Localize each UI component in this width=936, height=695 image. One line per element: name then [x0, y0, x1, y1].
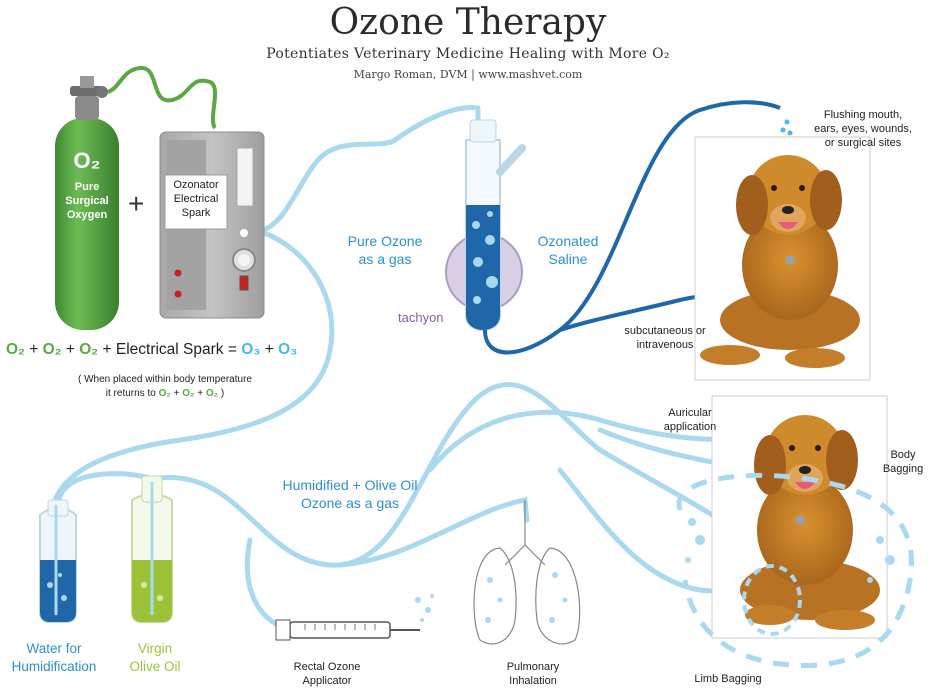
subq-line2: intravenous: [636, 339, 694, 351]
page-title: Ozone Therapy: [329, 2, 607, 43]
note-plus-2: +: [194, 388, 206, 399]
tank-label-line1: Pure: [74, 181, 100, 193]
auricular-line1: Auricular: [668, 407, 712, 419]
note-prefix: it returns to: [105, 388, 159, 399]
ozonated-saline-label: Ozonated Saline: [520, 232, 616, 268]
byline: Margo Roman, DVM | www.mashvet.com: [353, 68, 583, 81]
pulmonary-line2: Inhalation: [509, 675, 557, 687]
tubing: [49, 104, 855, 631]
note-line1: ( When placed within body temperature: [78, 374, 252, 385]
ozonated-line1: Ozonated: [537, 233, 599, 249]
humidifier-feed-tube: [49, 229, 335, 513]
eq-o3-b: O₃: [278, 341, 298, 358]
subcutaneous-label: subcutaneous or intravenous: [600, 324, 730, 352]
pulmonary-label: Pulmonary Inhalation: [478, 660, 588, 688]
olive-oil-bottle: [131, 475, 173, 623]
pulmonary-line1: Pulmonary: [506, 661, 560, 673]
water-line1: Water for: [26, 641, 82, 656]
ozonator-label-line3: Spark: [181, 207, 211, 219]
eq-o2-b: O₂: [42, 341, 62, 358]
plus-sign: +: [128, 188, 145, 219]
humidified-line1: Humidified + Olive Oil: [282, 477, 418, 493]
pure-ozone-line2: as a gas: [358, 251, 412, 267]
tank-formula: O₂: [73, 148, 101, 173]
ozonated-line2: Saline: [548, 251, 588, 267]
page-subtitle: Potentiates Veterinary Medicine Healing …: [266, 46, 670, 62]
ozonator-label-line2: Electrical: [173, 193, 219, 205]
dog-illustration-bottom: [740, 415, 880, 630]
oxygen-hose: [107, 66, 218, 130]
lung-tube: [337, 497, 530, 568]
eq-plus-2: +: [61, 341, 80, 358]
tank-label: Pure Surgical Oxygen: [55, 180, 119, 222]
tank-label-line2: Surgical: [65, 195, 109, 207]
ozonator-outlet-tube: [259, 104, 481, 233]
humidified-ozone-label: Humidified + Olive Oil Ozone as a gas: [255, 476, 445, 512]
note-o2-b: O₂: [182, 388, 195, 399]
bottle-link-tube: [55, 471, 153, 508]
note-o2-c: O₂: [205, 388, 219, 399]
pure-ozone-label: Pure Ozone as a gas: [330, 232, 440, 268]
oxygen-tank: [55, 76, 119, 330]
eq-o2-c: O₂: [79, 341, 99, 358]
dog-photo-top: [694, 136, 871, 381]
body-bag-bubbles: [685, 518, 895, 583]
rectal-tube: [244, 537, 288, 631]
rectal-line2: Applicator: [302, 675, 352, 687]
water-bottle: [39, 499, 77, 623]
pure-ozone-line1: Pure Ozone: [347, 233, 423, 249]
tank-label-line3: Oxygen: [66, 209, 108, 221]
limb-bagging-label: Limb Bagging: [694, 673, 762, 685]
olive-outlet-tube: [157, 382, 723, 568]
ozonator-label: Ozonator Electrical Spark: [165, 178, 227, 220]
olive-label: Virgin Olive Oil: [115, 640, 195, 676]
note-suffix: ): [218, 388, 225, 399]
humidified-line2: Ozone as a gas: [300, 495, 400, 511]
ozonator-machine: [159, 131, 265, 319]
rectal-label: Rectal Ozone Applicator: [262, 660, 392, 688]
water-line2: Humidification: [11, 659, 97, 674]
eq-o3-a: O₃: [241, 341, 261, 358]
eq-middle: + Electrical Spark =: [98, 341, 242, 358]
note-line2: it returns to O₂ + O₂ + O₂ ): [30, 387, 300, 401]
flushing-line3: or surgical sites: [824, 137, 902, 149]
olive-line2: Olive Oil: [129, 659, 181, 674]
dog-illustration-top: [700, 155, 860, 368]
lung-bubbles: [485, 572, 568, 623]
water-label: Water for Humidification: [0, 640, 108, 676]
note-plus-1: +: [170, 388, 183, 399]
note-o2-a: O₂: [158, 388, 171, 399]
tachyon-label: tachyon: [398, 310, 444, 325]
lungs: [473, 500, 581, 645]
dog-photo-bottom: [711, 395, 888, 639]
saline-flask: [445, 119, 526, 331]
rectal-line1: Rectal Ozone: [293, 661, 361, 673]
body-line1: Body: [890, 449, 916, 461]
flushing-line2: ears, eyes, wounds,: [814, 123, 912, 135]
eq-o2-a: O₂: [6, 341, 25, 358]
ozonator-label-line1: Ozonator: [173, 179, 219, 191]
flush-drops: [780, 119, 793, 136]
rectal-syringe: [275, 594, 434, 641]
olive-line1: Virgin: [137, 641, 173, 656]
body-bag-outline: [676, 472, 914, 669]
temperature-note: ( When placed within body temperature it…: [30, 373, 300, 401]
body-bagging-label: Body Bagging: [872, 448, 934, 476]
auricular-line2: application: [663, 421, 717, 433]
auricular-label: Auricular application: [640, 406, 740, 434]
subq-line1: subcutaneous or: [624, 325, 706, 337]
flushing-label: Flushing mouth, ears, eyes, wounds, or s…: [800, 108, 926, 150]
eq-plus-3: +: [260, 341, 279, 358]
eq-plus-1: +: [24, 341, 43, 358]
limb-bag-outline: [742, 564, 802, 636]
flush-tube: [483, 100, 781, 355]
flushing-line1: Flushing mouth,: [823, 109, 903, 121]
ozone-equation: O₂ + O₂ + O₂ + Electrical Spark = O₃ + O…: [6, 341, 297, 359]
body-line2: Bagging: [882, 463, 924, 475]
